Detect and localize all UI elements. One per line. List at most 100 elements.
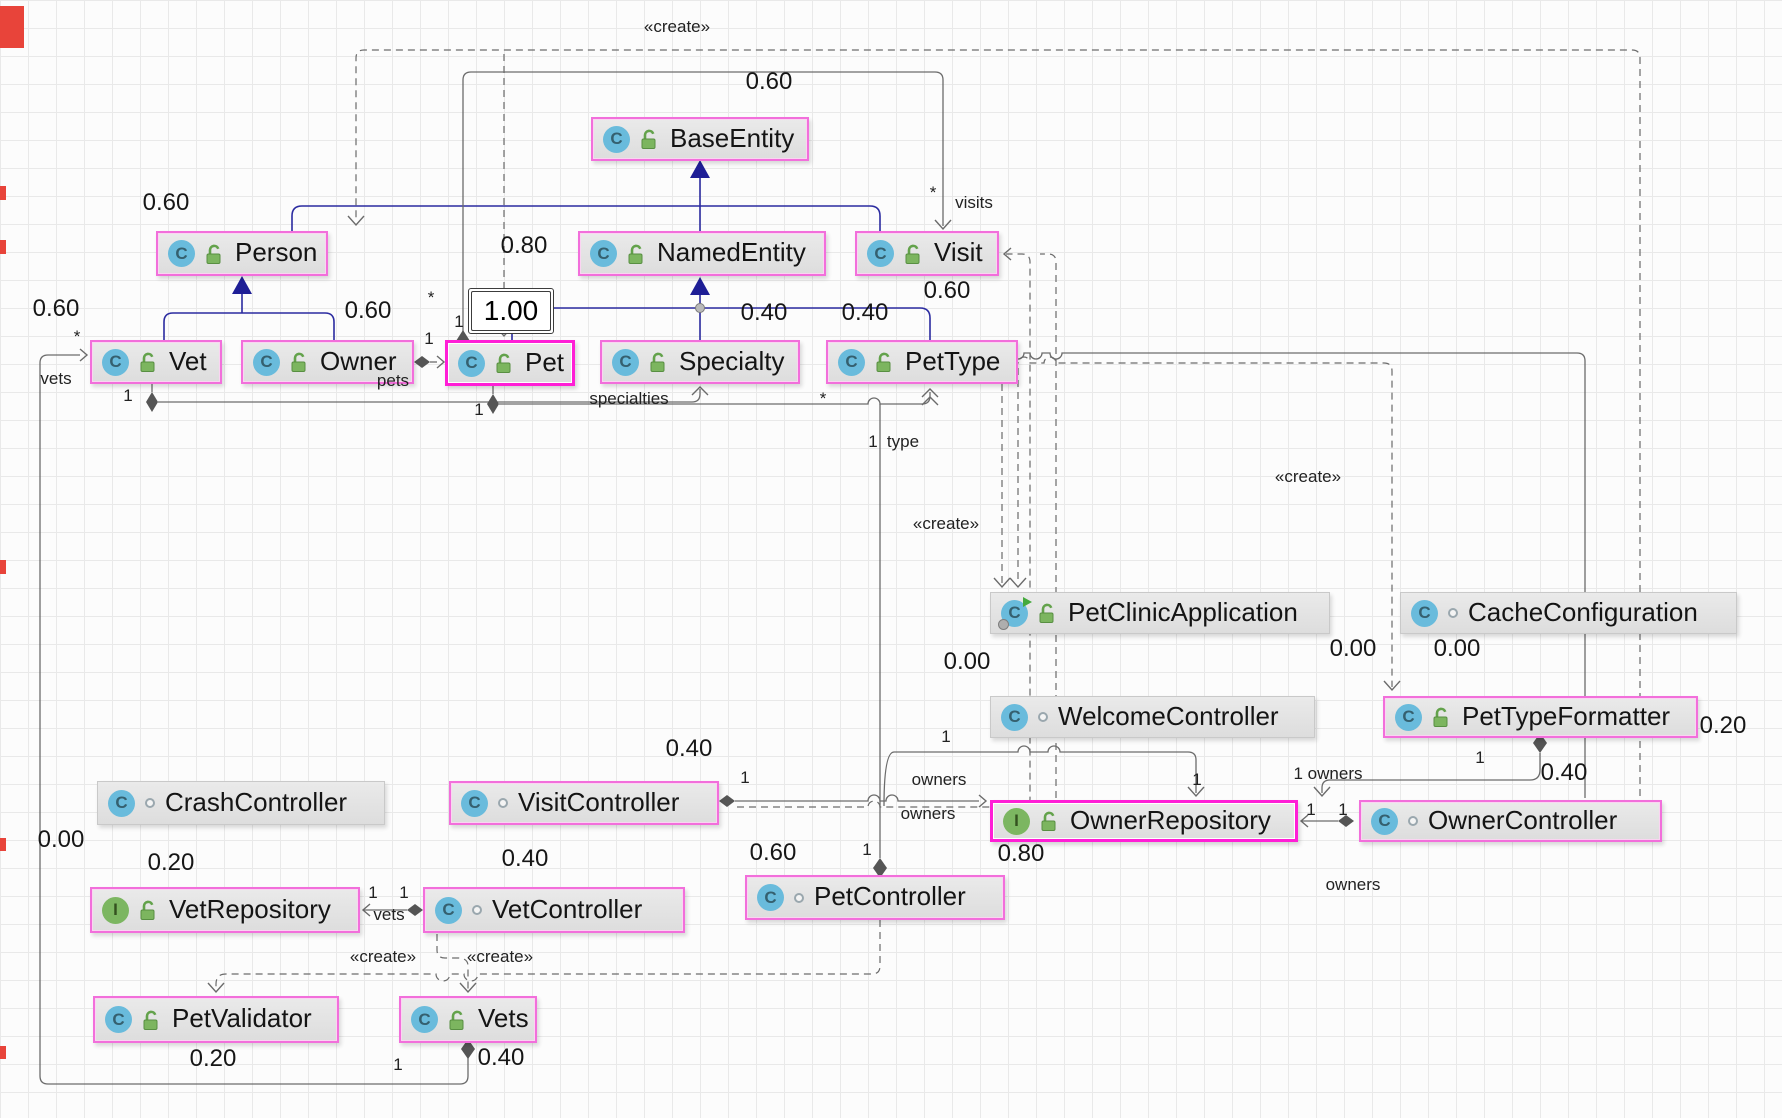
edge-label: 1 <box>368 883 378 902</box>
open-lock-icon <box>649 351 669 373</box>
class-name: CacheConfiguration <box>1468 596 1698 627</box>
metric-label: 0.00 <box>943 648 991 675</box>
edge-label: 1 <box>399 883 409 902</box>
class-name: VetController <box>492 893 643 924</box>
class-name: OwnerController <box>1428 804 1618 835</box>
class-name: Vet <box>169 345 207 376</box>
edge-label: vets <box>373 905 405 924</box>
class-name: NamedEntity <box>657 237 806 267</box>
open-lock-icon <box>205 243 225 265</box>
class-name: Visit <box>934 237 983 267</box>
edge-label: type <box>886 432 920 451</box>
metric-label: 0.60 <box>923 277 971 304</box>
metric-label: 0.40 <box>1540 759 1588 786</box>
open-lock-icon <box>904 243 924 265</box>
open-lock-icon <box>495 352 515 374</box>
class-node-named-entity[interactable]: C NamedEntity <box>578 231 826 276</box>
class-icon: C <box>757 884 784 911</box>
gear-icon <box>998 618 1009 630</box>
class-icon: C <box>411 1006 438 1033</box>
edge-label: * <box>819 389 827 408</box>
create-dependency-edges <box>207 49 1641 994</box>
edge-label: pets <box>376 371 410 390</box>
class-icon: C <box>590 240 617 267</box>
class-name: VisitController <box>518 786 680 817</box>
class-node-pet-type-formatter[interactable]: C PetTypeFormatter <box>1383 696 1698 738</box>
class-name: OwnerRepository <box>1070 804 1271 835</box>
class-icon: C <box>461 789 488 817</box>
class-icon: C <box>108 789 135 817</box>
package-private-icon <box>1448 608 1458 618</box>
class-node-vet-controller[interactable]: C VetController <box>423 887 685 933</box>
open-lock-icon <box>139 899 159 921</box>
class-name: Person <box>235 237 318 267</box>
metric-label: 0.60 <box>142 189 190 216</box>
class-icon: C <box>867 240 894 267</box>
metric-label: 0.40 <box>740 299 788 326</box>
edge-label: * <box>427 288 435 307</box>
application-icon: C <box>998 596 1032 630</box>
class-node-visit-controller[interactable]: C VisitController <box>449 781 719 825</box>
class-node-welcome-controller[interactable]: C WelcomeController <box>990 696 1315 738</box>
interface-icon: I <box>102 896 129 924</box>
class-icon: C <box>603 125 630 153</box>
screen-edge-artifact <box>0 1046 6 1059</box>
class-name: Owner <box>320 345 397 376</box>
edge-label: 1 <box>1475 748 1485 767</box>
class-node-pet-type[interactable]: C PetType <box>826 340 1018 384</box>
open-lock-icon <box>139 351 159 373</box>
open-lock-icon <box>448 1009 468 1031</box>
metric-label: 0.40 <box>501 845 549 872</box>
edge-label: 1 <box>424 329 434 348</box>
package-private-icon <box>1408 816 1418 826</box>
package-private-icon <box>1038 712 1048 722</box>
edge-label: 1 <box>123 386 133 405</box>
package-private-icon <box>498 798 508 808</box>
screen-edge-artifact <box>0 240 6 254</box>
metric-label: 0.00 <box>37 826 85 853</box>
open-lock-icon <box>875 351 895 373</box>
class-icon: C <box>435 896 462 924</box>
class-node-person[interactable]: C Person <box>156 231 328 276</box>
edge-label: 1 owners <box>1293 764 1363 783</box>
edge-label: 1 <box>740 768 750 787</box>
edge-label: owners <box>1325 875 1381 894</box>
metric-label: 0.60 <box>749 839 797 866</box>
class-name: PetType <box>905 345 1001 376</box>
class-icon: C <box>458 349 485 377</box>
class-icon: C <box>838 348 865 376</box>
class-icon: C <box>1001 703 1028 731</box>
class-name: VetRepository <box>169 893 331 924</box>
class-icon: C <box>1395 703 1422 731</box>
edge-label: * <box>929 183 937 202</box>
selected-metric-badge[interactable]: 1.00 <box>468 288 554 334</box>
class-node-cache-configuration[interactable]: C CacheConfiguration <box>1400 592 1737 634</box>
class-icon: C <box>168 240 195 267</box>
class-name: WelcomeController <box>1058 700 1279 731</box>
open-lock-icon <box>1038 602 1058 624</box>
edge-label: 1 <box>454 312 464 331</box>
class-name: PetTypeFormatter <box>1462 700 1671 731</box>
class-icon: C <box>1411 599 1438 627</box>
interface-icon: I <box>1003 807 1030 835</box>
class-name: PetValidator <box>172 1003 312 1033</box>
edge-label: specialties <box>589 389 669 408</box>
run-arrow-icon <box>1023 596 1032 607</box>
class-node-owner-repository[interactable]: I OwnerRepository <box>990 800 1298 842</box>
class-node-vet-repository[interactable]: I VetRepository <box>90 887 360 933</box>
edge-label: 1 <box>1338 800 1348 819</box>
create-stereotype-label: «create» <box>912 514 980 533</box>
class-node-visit[interactable]: C Visit <box>855 231 999 276</box>
